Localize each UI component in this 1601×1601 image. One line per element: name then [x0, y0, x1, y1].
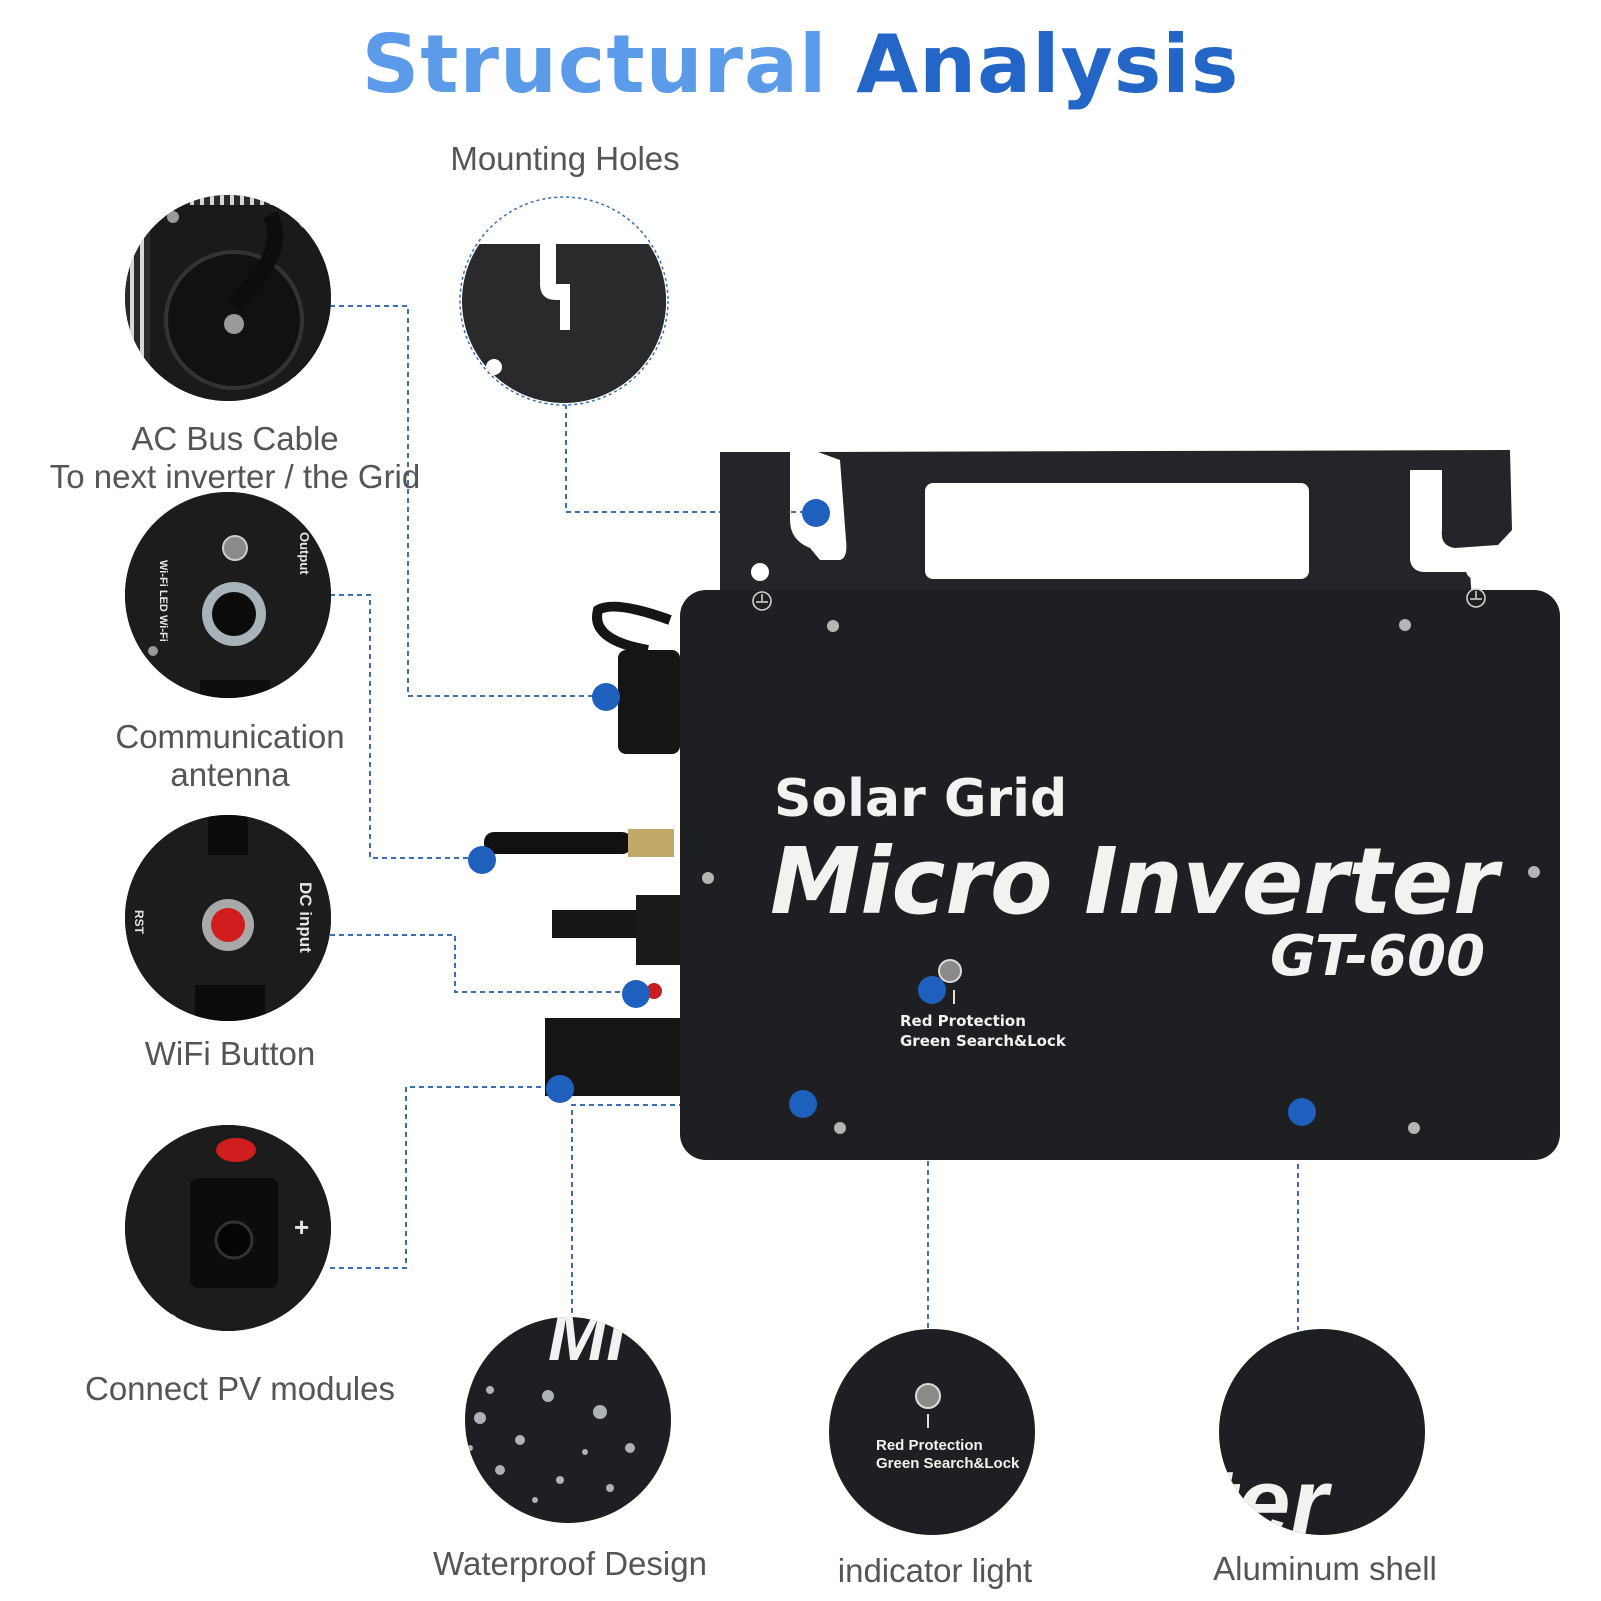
label-communication-line-1: Communication — [115, 718, 345, 755]
device-led-green: Green Search&Lock — [900, 1032, 1067, 1050]
closeup-rst-text: RST — [132, 910, 146, 935]
dot-antenna — [468, 846, 496, 874]
dot-pv — [546, 1075, 574, 1103]
page-title: Structural Analysis — [0, 18, 1601, 111]
leader-antenna — [330, 594, 480, 859]
dot-mounting — [802, 499, 830, 527]
callout-dots — [468, 499, 1316, 1126]
label-ac-bus-line-2: To next inverter / the Grid — [49, 458, 421, 495]
device-model: GT-600 — [1270, 924, 1485, 989]
label-aluminum: Aluminum shell — [1213, 1550, 1437, 1587]
closeup-wifi-led-text: Wi-Fi LED — [157, 560, 169, 612]
leader-ac-bus — [330, 305, 600, 697]
closeup-wifi-text: Wi-Fi — [157, 615, 169, 642]
closeup-mounting-holes — [459, 196, 669, 406]
closeup-led-green: Green Search&Lock — [876, 1455, 1020, 1472]
leader-pv — [330, 1086, 558, 1269]
label-communication-line-2: antenna — [170, 756, 290, 793]
label-wifi-button: WiFi Button — [144, 1035, 316, 1072]
dot-ac-bus — [592, 683, 620, 711]
dot-aluminum — [1288, 1098, 1316, 1126]
bracket-cutout — [925, 483, 1309, 579]
device-line-1: Solar Grid — [774, 769, 1067, 829]
micro-inverter-device — [484, 450, 1560, 1160]
label-ac-bus-line-1: AC Bus Cable — [131, 420, 339, 457]
title-word-1: Structural — [361, 18, 828, 111]
device-line-2: Micro Inverter — [770, 828, 1504, 935]
device-led-red: Red Protection — [900, 1012, 1026, 1030]
label-mounting-holes: Mounting Holes — [450, 140, 680, 177]
closeup-aluminum: ter — [1205, 1329, 1425, 1556]
inverter-body — [680, 590, 1560, 1160]
closeup-ac-bus — [125, 195, 331, 401]
closeup-indicator: Red Protection Green Search&Lock — [829, 1329, 1035, 1535]
label-ac-bus: AC Bus Cable To next inverter / the Grid — [20, 420, 450, 496]
closeup-waterproof-text: Mi — [548, 1297, 627, 1375]
closeup-dc-input-text: DC input — [296, 882, 315, 953]
label-waterproof: Waterproof Design — [433, 1545, 707, 1582]
closeup-plus-text: + — [294, 1212, 309, 1242]
closeup-wifi-button: RST DC input — [125, 815, 331, 1021]
closeup-pv-connector: + — [125, 1125, 331, 1331]
title-word-2: Analysis — [856, 18, 1240, 111]
label-connect-pv: Connect PV modules — [84, 1370, 395, 1407]
closeup-output-text: Output — [297, 532, 312, 575]
closeup-waterproof: Mi — [465, 1297, 671, 1523]
closeup-shell-text: ter — [1205, 1449, 1332, 1556]
dot-wifi-button — [622, 980, 650, 1008]
closeup-communication: Wi-Fi LED Wi-Fi Output — [125, 492, 331, 698]
dot-waterproof — [789, 1090, 817, 1118]
closeup-led-red: Red Protection — [876, 1437, 983, 1454]
dot-indicator — [918, 976, 946, 1004]
label-communication: Communication antenna — [80, 718, 380, 794]
label-indicator: indicator light — [837, 1552, 1033, 1589]
leader-wifi-button — [330, 934, 634, 993]
